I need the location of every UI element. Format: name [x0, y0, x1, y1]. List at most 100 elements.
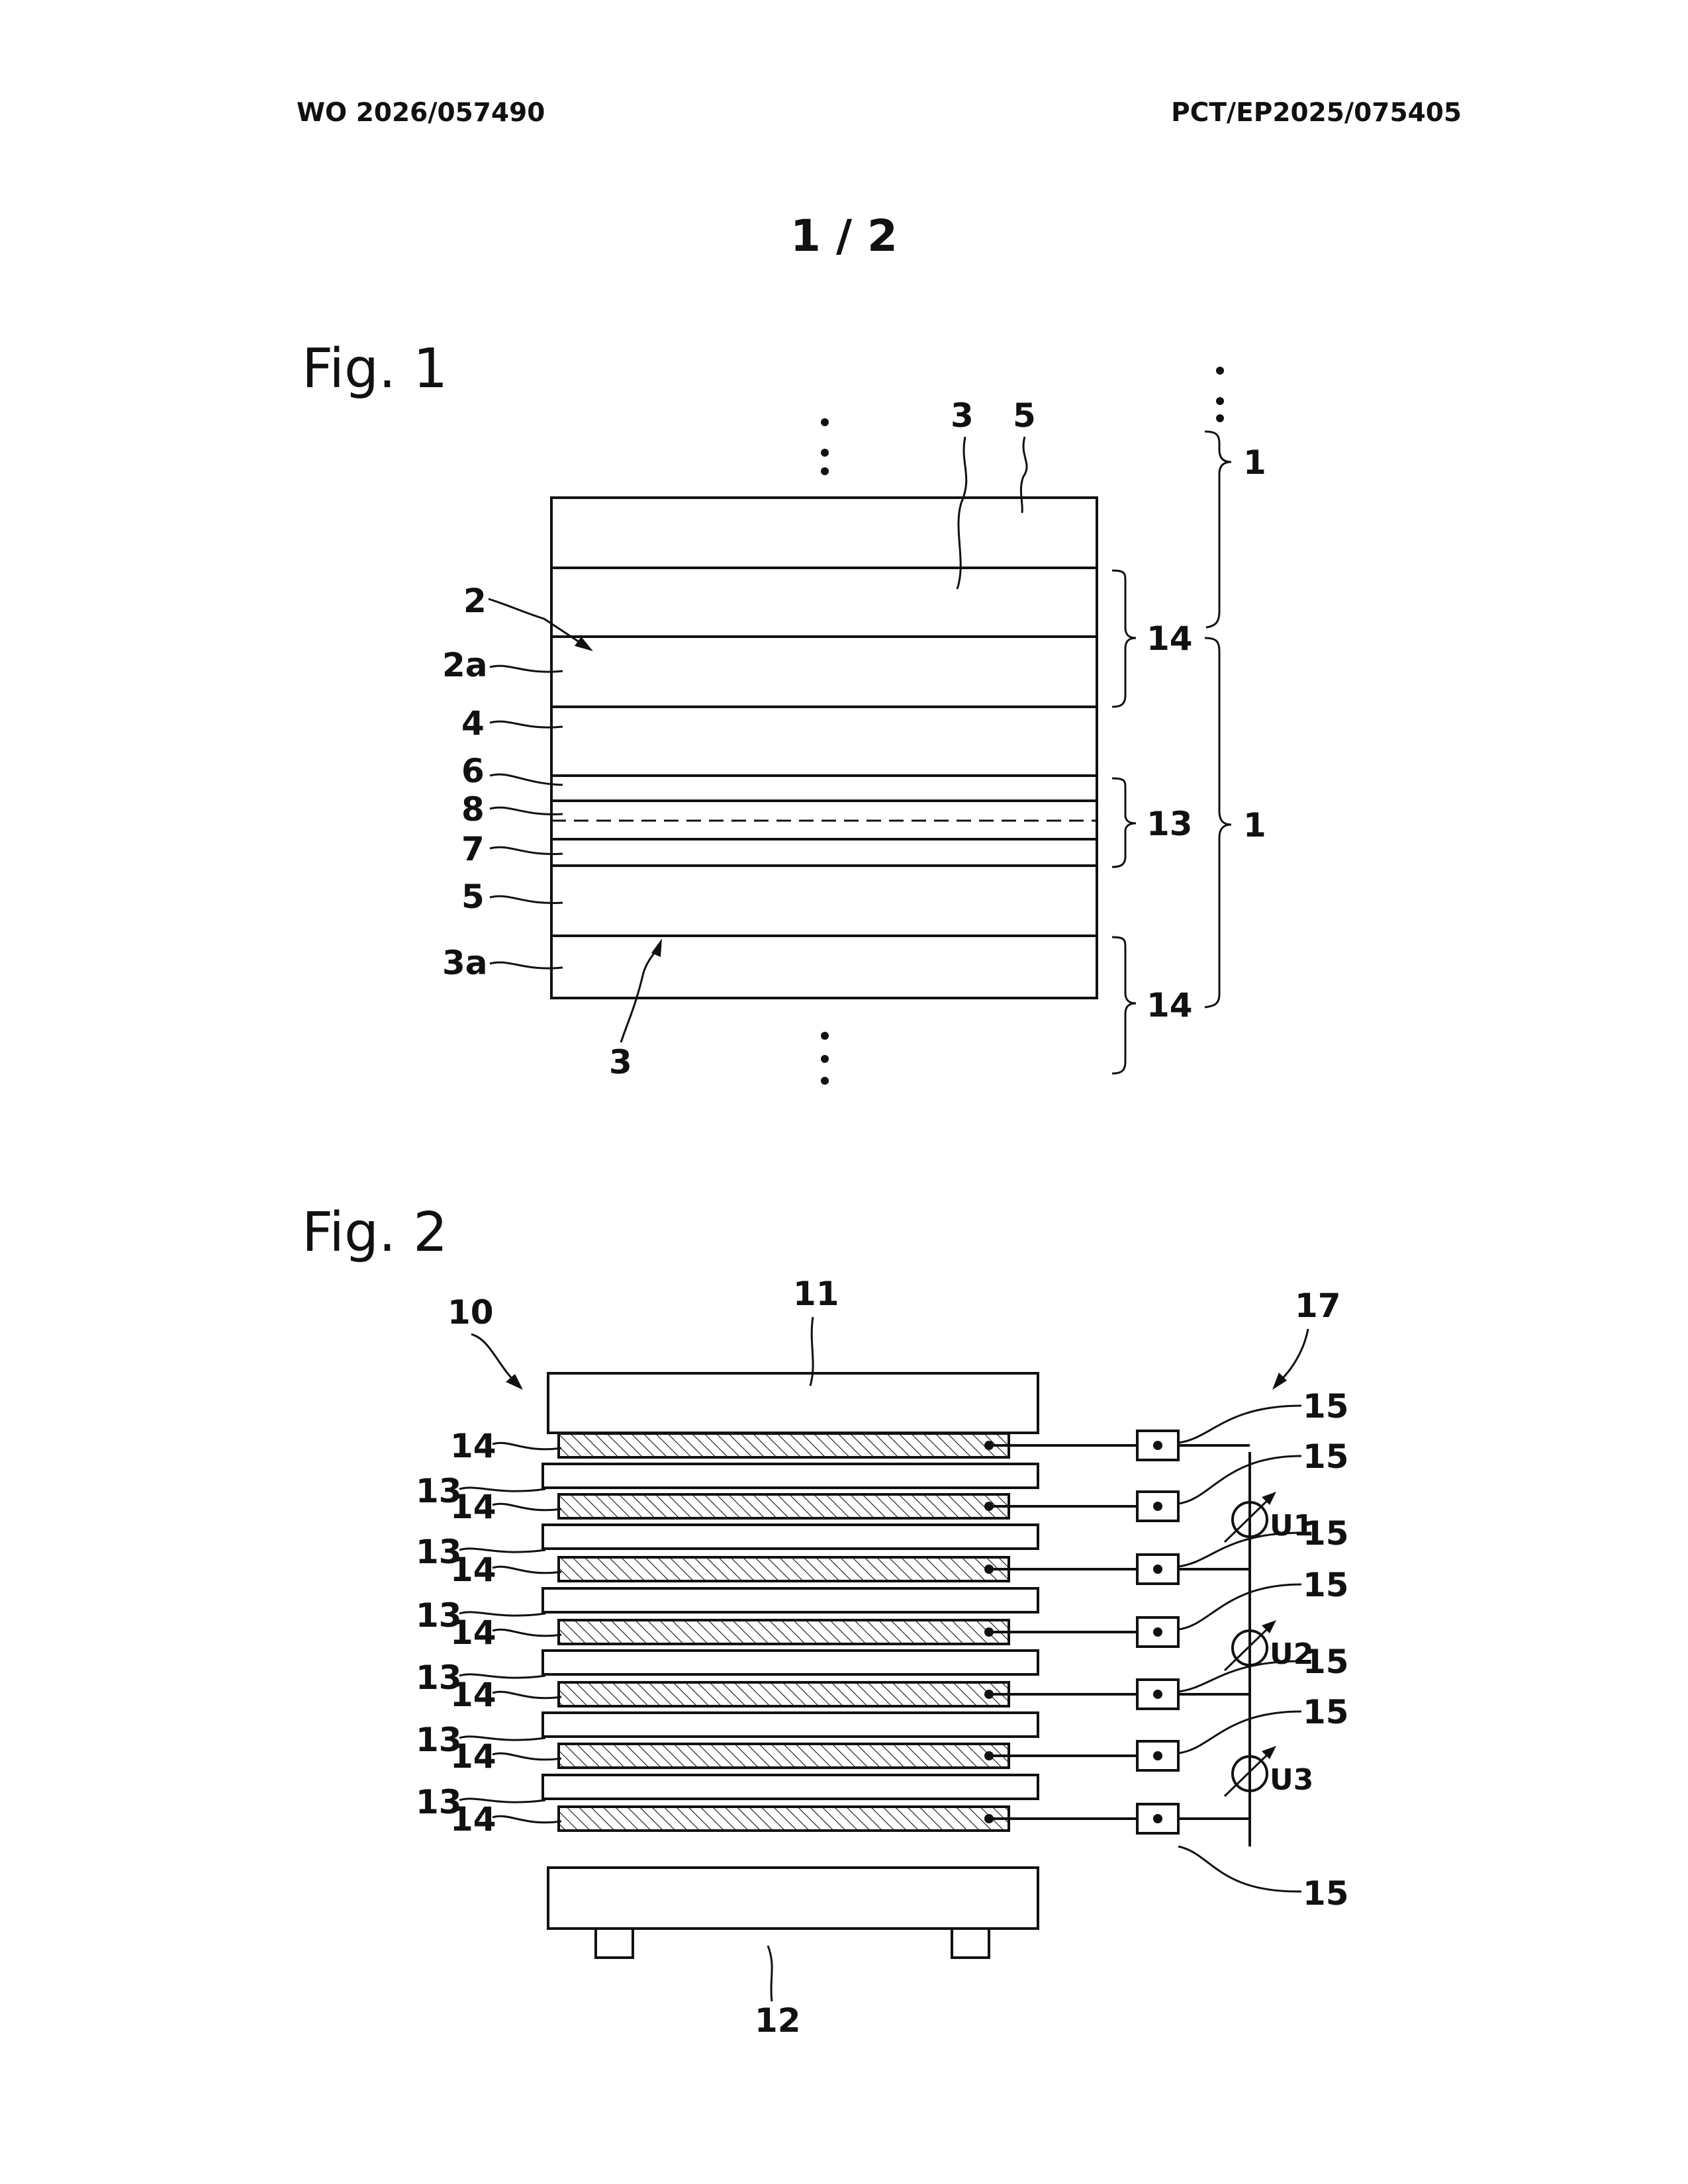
figure-1: Fig. 1 3 5	[302, 338, 1266, 1085]
label-13: 13	[416, 1783, 462, 1821]
label-14-lower: 14	[1147, 986, 1193, 1024]
label-1-lower: 1	[1243, 806, 1266, 844]
arrow-2	[575, 637, 593, 651]
terminal-point	[1153, 1751, 1162, 1760]
electrode-plate	[559, 1620, 1009, 1644]
label-u2: U2	[1270, 1637, 1313, 1671]
layer-gas-space-2a	[551, 637, 1097, 707]
continuation-dots-right	[1216, 367, 1224, 422]
leader-12	[768, 1946, 772, 2001]
layer-3a	[551, 936, 1097, 998]
leader-14	[492, 1443, 561, 1449]
label-13: 13	[416, 1721, 462, 1759]
label-13: 13	[416, 1659, 462, 1697]
leader-2	[489, 599, 589, 649]
electrode-plate	[559, 1433, 1009, 1457]
bipolar-plate	[543, 1775, 1038, 1799]
figure-1-title: Fig. 1	[302, 338, 447, 400]
leader-15-bottom	[1178, 1846, 1301, 1891]
foot-left	[596, 1929, 633, 1958]
leader-14	[492, 1567, 561, 1573]
layer-gas-space-top	[551, 568, 1097, 637]
leader-14	[492, 1753, 561, 1760]
leader-5-top	[1021, 437, 1027, 513]
continuation-dots-top	[821, 418, 829, 475]
leader-14	[492, 1629, 561, 1636]
end-plate-top	[548, 1373, 1038, 1433]
label-17: 17	[1295, 1287, 1341, 1325]
leader-3-bottom	[621, 945, 659, 1042]
voltmeter-u3: U3	[1225, 1746, 1313, 1797]
label-3-top: 3	[951, 396, 974, 435]
figure-2-title: Fig. 2	[302, 1201, 447, 1264]
label-13: 13	[416, 1533, 462, 1571]
bipolar-plate	[543, 1713, 1038, 1737]
electrode-plate	[559, 1682, 1009, 1706]
leader-3-top	[957, 437, 966, 589]
voltmeter-u2: U2	[1225, 1620, 1313, 1671]
layer-6	[551, 776, 1097, 801]
label-5-top: 5	[1013, 396, 1036, 435]
voltmeter-u1: U1	[1225, 1492, 1313, 1543]
label-15-bottom: 15	[1303, 1874, 1349, 1913]
layer-4	[551, 707, 1097, 776]
layer-5	[551, 866, 1097, 936]
leader-10	[471, 1334, 516, 1383]
label-13: 13	[1147, 805, 1193, 843]
label-12: 12	[755, 2001, 801, 2040]
leader-15	[1178, 1711, 1301, 1753]
label-14-upper: 14	[1147, 619, 1193, 658]
bipolar-plate	[543, 1588, 1038, 1612]
label-10: 10	[447, 1293, 494, 1332]
label-13: 13	[416, 1472, 462, 1510]
label-14: 14	[450, 1427, 496, 1465]
electrode-plate	[559, 1807, 1009, 1831]
leader-15	[1178, 1406, 1301, 1443]
arrow-10	[506, 1374, 523, 1390]
leader-11	[810, 1317, 813, 1386]
label-7: 7	[461, 830, 485, 868]
label-4: 4	[461, 704, 485, 743]
figure-2: Fig. 2 10 11 17 12 141514151415141514151…	[302, 1201, 1349, 2040]
leader-14	[492, 1692, 561, 1698]
label-15: 15	[1303, 1566, 1349, 1604]
label-2a: 2a	[442, 646, 488, 684]
label-u3: U3	[1270, 1763, 1313, 1797]
bipolar-plate	[543, 1651, 1038, 1674]
terminal-point	[1153, 1565, 1162, 1574]
terminal-point	[1153, 1627, 1162, 1637]
end-plate-bottom	[548, 1868, 1038, 1929]
label-11: 11	[793, 1275, 839, 1313]
layer-7	[551, 839, 1097, 866]
leader-14	[492, 1504, 561, 1510]
label-13: 13	[416, 1596, 462, 1635]
label-3a: 3a	[442, 944, 488, 982]
electrode-plate	[559, 1557, 1009, 1581]
label-15: 15	[1303, 1693, 1349, 1731]
label-15: 15	[1303, 1437, 1349, 1476]
brace-14-upper	[1112, 570, 1136, 707]
terminal-point	[1153, 1441, 1162, 1450]
label-15: 15	[1303, 1387, 1349, 1426]
brace-1-lower	[1205, 638, 1231, 1007]
brace-14-lower	[1112, 937, 1136, 1073]
brace-13	[1112, 778, 1136, 867]
electrode-plate	[559, 1744, 1009, 1768]
label-1-upper: 1	[1243, 443, 1266, 482]
label-u1: U1	[1270, 1509, 1313, 1543]
bipolar-plate	[543, 1525, 1038, 1549]
label-5: 5	[461, 878, 485, 916]
leader-14	[492, 1816, 561, 1823]
terminal-point	[1153, 1502, 1162, 1511]
label-8: 8	[461, 790, 485, 829]
cell-stack: 14151415141514151415141514131313131313	[416, 1387, 1349, 1839]
leader-15	[1178, 1584, 1301, 1629]
continuation-dots-bottom	[821, 1032, 829, 1085]
label-3-bottom: 3	[609, 1043, 632, 1081]
terminal-point	[1153, 1814, 1162, 1823]
leader-15	[1178, 1456, 1301, 1504]
bipolar-plate	[543, 1464, 1038, 1488]
electrode-plate	[559, 1494, 1009, 1518]
label-6: 6	[461, 752, 485, 790]
